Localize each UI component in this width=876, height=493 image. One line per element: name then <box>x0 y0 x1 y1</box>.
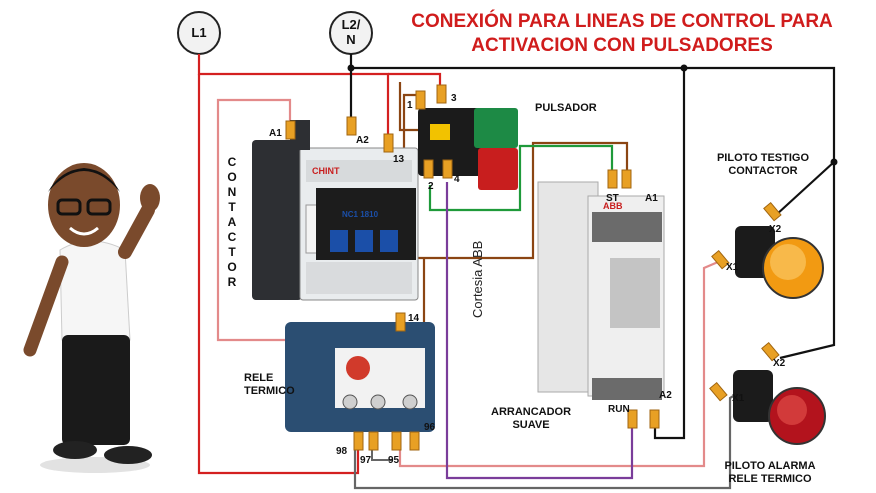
contactor-letter: T <box>228 200 236 214</box>
terminal-st: ST <box>606 193 619 204</box>
softstarter-label: ARRANCADOR SUAVE <box>491 406 571 432</box>
contactor-letter: A <box>227 215 237 229</box>
terminal-98: 98 <box>336 446 348 457</box>
terminal-run: RUN <box>608 404 630 415</box>
pilot-alarm-lamp <box>733 370 826 445</box>
terminal-a1: A1 <box>269 128 282 139</box>
terminal-connectors <box>285 84 782 451</box>
pilot-contactor-line1: PILOTO TESTIGO <box>716 152 810 164</box>
wire-l1-red <box>197 54 390 150</box>
contactor-brand: CHINT <box>312 166 340 176</box>
junction-n3 <box>830 158 838 166</box>
relay-body <box>285 322 435 432</box>
terminal-ss-a1: A1 <box>645 193 658 204</box>
contactor-letter: C <box>227 155 237 169</box>
terminal-13: 13 <box>393 154 405 165</box>
softstarter-body <box>537 181 665 400</box>
terminal-97: 97 <box>360 455 372 466</box>
terminal-14: 14 <box>408 313 420 324</box>
wire-purple <box>445 182 634 480</box>
terminal-a2: A2 <box>356 135 369 146</box>
pilot-alarm-line1: PILOTO ALARMA <box>724 460 816 472</box>
terminal-95: 95 <box>388 455 400 466</box>
l1-label: L1 <box>191 25 207 40</box>
wire-l2-black <box>349 54 836 360</box>
relay-line2: TERMICO <box>244 385 295 397</box>
junction-n <box>347 64 355 72</box>
contactor-model: NC1 1810 <box>342 210 379 219</box>
terminal-x2-top: X2 <box>769 224 782 235</box>
terminal-ss-a2: A2 <box>659 390 672 401</box>
terminal-2: 2 <box>428 181 434 192</box>
terminal-x2-bot: X2 <box>773 358 786 369</box>
softstarter-line1: ARRANCADOR <box>491 406 572 418</box>
junction-n2 <box>680 64 688 72</box>
pilot-alarm-line2: RELE TERMICO <box>728 473 812 485</box>
pilot-contactor-lamp <box>735 226 824 299</box>
pushbutton-label: PULSADOR <box>535 102 597 114</box>
wire-pink-a1 <box>216 98 328 342</box>
contactor-letter: R <box>227 275 237 289</box>
title-line-1: CONEXIÓN PARA LINEAS DE CONTROL PARA <box>411 11 833 32</box>
avatar-character <box>23 163 160 473</box>
terminal-1: 1 <box>407 100 413 111</box>
contactor <box>252 120 419 301</box>
pushbutton-body <box>418 108 518 190</box>
relay-line1: RELE <box>244 372 274 384</box>
terminal-3: 3 <box>451 93 457 104</box>
l2-label-line1: L2/ <box>341 17 361 32</box>
pilot-alarm-label: PILOTO ALARMA RELE TERMICO <box>720 460 820 486</box>
pilot-contactor-line2: CONTACTOR <box>728 165 798 177</box>
terminal-96: 96 <box>424 422 436 433</box>
wire-brown-3 <box>424 141 629 260</box>
contactor-letter: O <box>227 260 237 274</box>
wire-green <box>428 144 614 212</box>
courtesy-label: Cortesia ABB <box>470 240 485 318</box>
pilot-contactor-label: PILOTO TESTIGO CONTACTOR <box>708 152 818 178</box>
l2-label-line2: N <box>346 32 356 47</box>
l2-label: L2/ N <box>336 17 366 47</box>
terminal-x1-bot: X1 <box>732 393 745 404</box>
terminal-x1-top: X1 <box>726 262 739 273</box>
wire-black-to-ss <box>653 68 686 440</box>
softstarter-brand: ABB <box>603 201 623 211</box>
contactor-label: C O N T A C T O R <box>226 155 238 290</box>
softstarter-line2: SUAVE <box>512 419 550 431</box>
wire-black-to-pilot-top <box>775 161 835 216</box>
contactor-letter: T <box>228 245 236 259</box>
contactor-letter: N <box>227 185 237 199</box>
wire-l1-red-down <box>197 74 360 475</box>
contactor-letter: O <box>227 170 237 184</box>
contactor-letter: C <box>227 230 237 244</box>
title-line-2: ACTIVACION CON PULSADORES <box>471 35 773 56</box>
diagram-title: CONEXIÓN PARA LINEAS DE CONTROL PARA ACT… <box>372 10 872 58</box>
wire-red-to-pushbutton <box>388 72 442 95</box>
terminal-4: 4 <box>454 174 460 185</box>
relay-label: RELE TERMICO <box>244 372 295 398</box>
